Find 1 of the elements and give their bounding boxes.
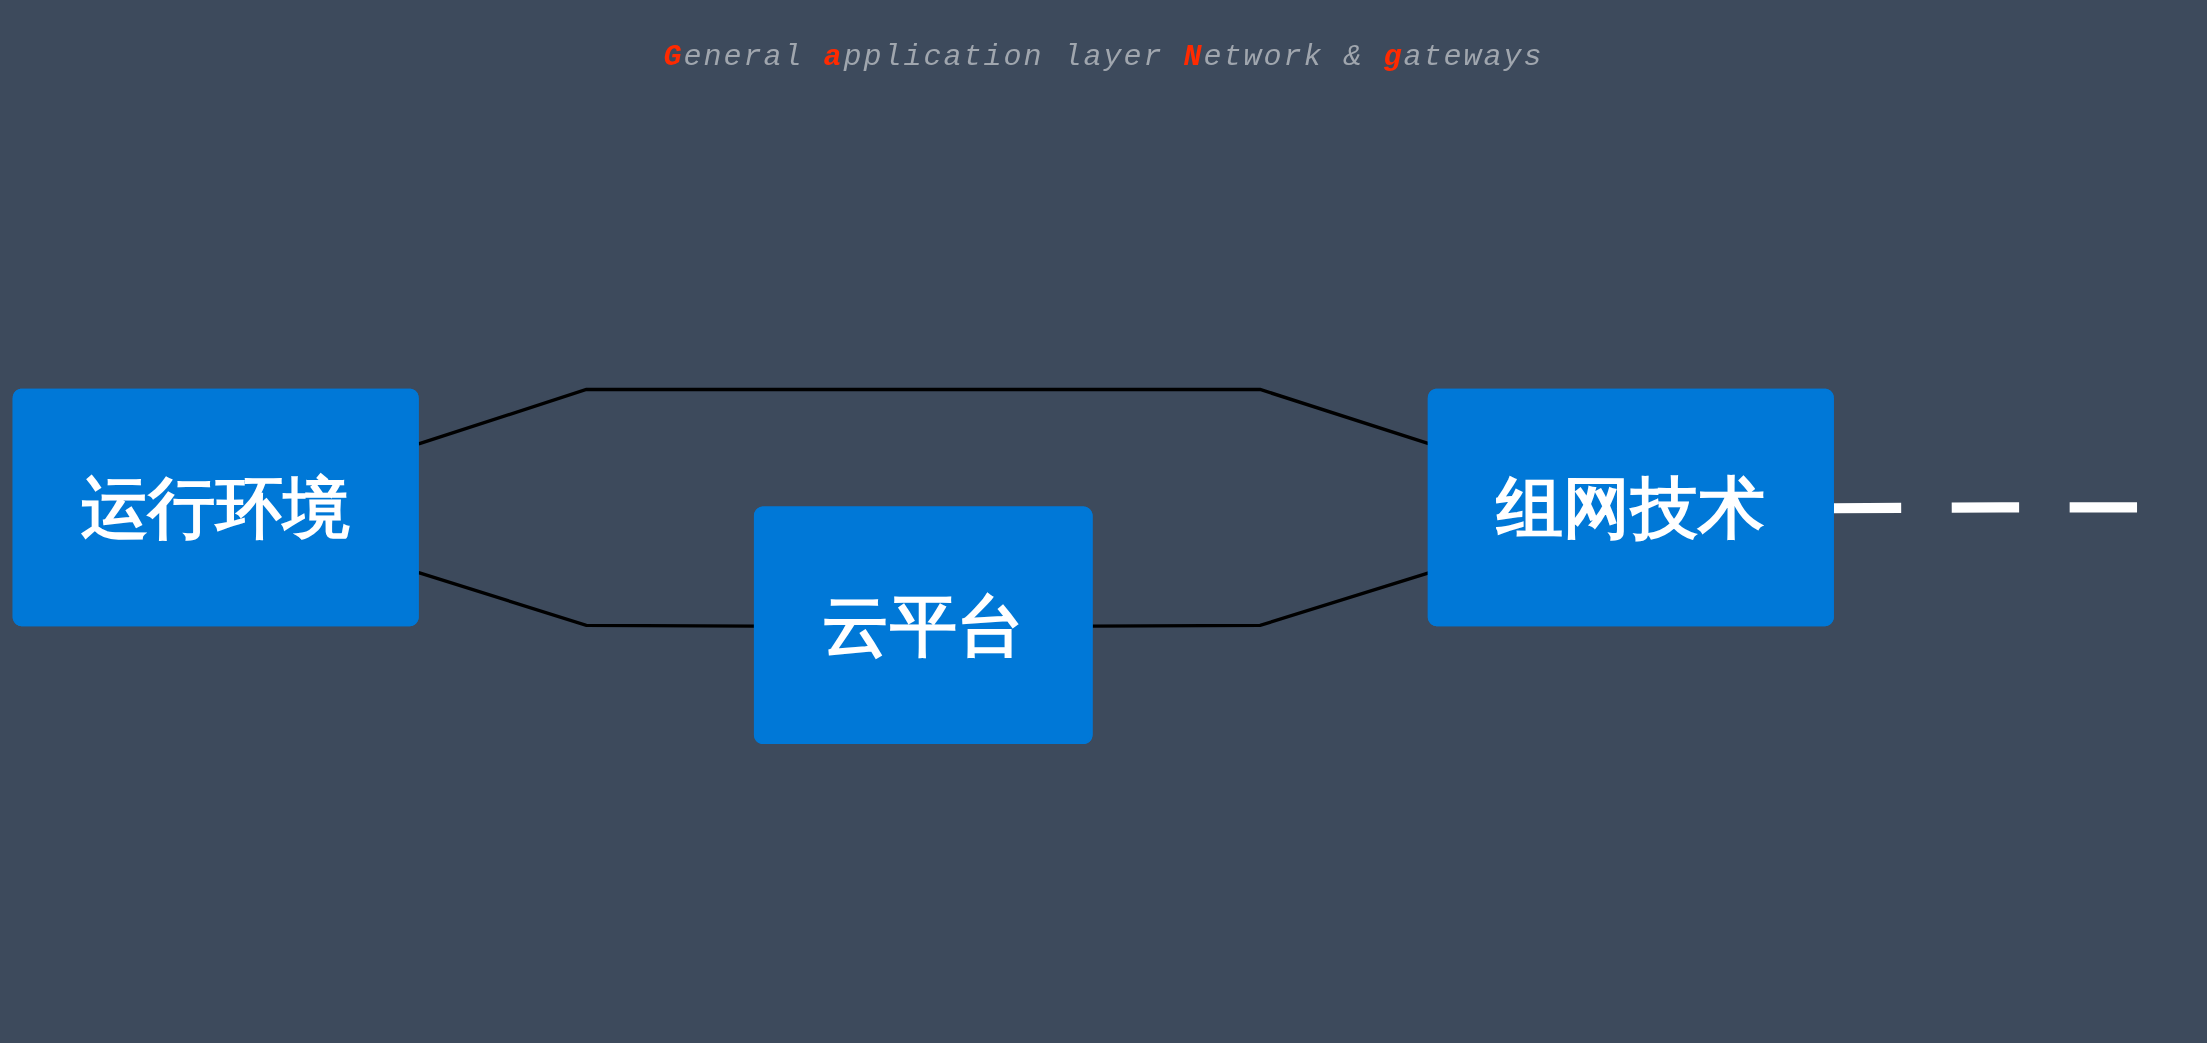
note-text: General application layer Network & gateways	[663, 40, 1544, 74]
